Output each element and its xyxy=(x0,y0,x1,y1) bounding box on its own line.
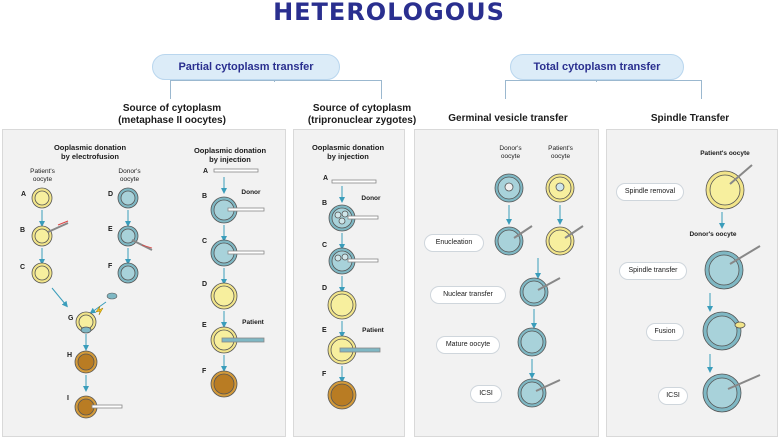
step-icsi-gvt: ICSI xyxy=(470,385,502,403)
tpn-pipette-a xyxy=(331,179,377,184)
arrow-f-g xyxy=(89,301,107,314)
tpn-letter-d: D xyxy=(322,285,328,292)
total-connector-stem xyxy=(596,78,597,82)
donor-oocyte-f xyxy=(117,262,139,284)
cytoplast-fragment xyxy=(106,292,118,300)
patient-oocyte-td xyxy=(327,290,357,320)
letter-g: G xyxy=(68,315,74,322)
inject-letter-b: B xyxy=(202,193,208,200)
spindle-fusion-oocyte xyxy=(702,311,746,351)
electric-pulse-icon xyxy=(95,305,104,316)
source-tpn-heading: Source of cytoplasm (tripronuclear zygot… xyxy=(307,103,417,126)
letter-f: F xyxy=(108,263,113,270)
letter-b: B xyxy=(20,227,26,234)
patient-label-2: Patient xyxy=(362,327,384,334)
fused-oocyte-g xyxy=(75,311,97,334)
total-connector xyxy=(505,80,702,99)
step-fusion: Fusion xyxy=(646,323,684,341)
patient-oocyte-b xyxy=(31,220,69,247)
letter-d: D xyxy=(108,191,114,198)
donor-oocyte-ib xyxy=(210,196,265,224)
step-enucleation: Enucleation xyxy=(424,234,484,252)
step-spindle-removal: Spindle removal xyxy=(616,183,684,201)
patient-oocyte-te xyxy=(327,335,381,365)
patient-oocyte-a xyxy=(31,187,53,209)
letter-i: I xyxy=(67,395,69,402)
partial-connector xyxy=(170,80,382,99)
gvt-icsi-oocyte xyxy=(517,378,561,408)
gvt-patient-oocyte-label: Patient's oocyte xyxy=(548,145,573,160)
donor-label-2: Donor xyxy=(361,195,381,202)
partial-connector-stem xyxy=(274,78,275,82)
letter-c: C xyxy=(20,264,26,271)
spindle-donor-oocyte-label: Donor's oocyte xyxy=(689,231,737,238)
gvt-donor-oocyte-label: Donor's oocyte xyxy=(499,145,522,160)
patient-oocyte-ie xyxy=(210,326,265,354)
injection-title-2: Ooplasmic donation by injection xyxy=(311,143,385,161)
gvt-heading: Germinal vesicle transfer xyxy=(448,113,568,124)
inject-letter-f: F xyxy=(202,368,207,375)
gvt-mature-oocyte xyxy=(517,327,547,357)
spindle-patient-oocyte xyxy=(705,164,753,210)
zygote-tc xyxy=(328,247,379,275)
panel-partial-mii xyxy=(2,129,286,437)
zygote-tb xyxy=(328,204,379,232)
inject-letter-d: D xyxy=(202,281,208,288)
page-title: HETEROLOGOUS xyxy=(273,0,505,26)
tpn-letter-f: F xyxy=(322,371,327,378)
step-icsi-spindle: ICSI xyxy=(658,387,688,405)
inject-pipette-a xyxy=(213,168,259,173)
gvt-enucleated-patient xyxy=(545,225,584,256)
panel-spindle xyxy=(606,129,778,437)
tpn-letter-b: B xyxy=(322,200,328,207)
donor-label-1: Donor xyxy=(241,189,261,196)
patient-oocyte-id xyxy=(210,282,238,310)
spindle-donor-oocyte xyxy=(704,245,761,290)
donor-oocyte-d xyxy=(117,187,139,209)
partial-transfer-pill: Partial cytoplasm transfer xyxy=(152,54,340,80)
step-nuclear-transfer: Nuclear transfer xyxy=(430,286,506,304)
gvt-enucleated-donor xyxy=(494,225,533,256)
spindle-patient-oocyte-label: Patient's oocyte xyxy=(700,150,750,157)
letter-h: H xyxy=(67,352,73,359)
letter-a: A xyxy=(21,191,27,198)
donor-oocyte-ic xyxy=(210,239,265,267)
tpn-letter-a: A xyxy=(323,175,329,182)
donor-oocyte-e xyxy=(117,225,153,251)
tpn-letter-e: E xyxy=(322,327,327,334)
spindle-icsi-oocyte xyxy=(702,373,761,413)
gvt-patient-oocyte xyxy=(545,173,575,203)
tpn-letter-c: C xyxy=(322,242,328,249)
injection-title-1: Ooplasmic donation by injection xyxy=(193,146,267,164)
oocyte-i xyxy=(74,395,123,419)
electrofusion-title: Ooplasmic donation by electrofusion xyxy=(53,143,127,161)
oocyte-h xyxy=(74,350,98,374)
inject-letter-a: A xyxy=(203,168,209,175)
gvt-nuclear-transfer xyxy=(519,277,561,307)
source-mii-heading: Source of cytoplasm (metaphase II oocyte… xyxy=(118,103,226,126)
donor-oocyte-label: Donor's oocyte xyxy=(118,168,141,183)
inject-letter-e: E xyxy=(202,322,207,329)
oocyte-tf xyxy=(327,380,357,410)
letter-e: E xyxy=(108,226,113,233)
step-spindle-transfer: Spindle transfer xyxy=(619,262,687,280)
total-transfer-pill: Total cytoplasm transfer xyxy=(510,54,684,80)
patient-oocyte-label: Patient's oocyte xyxy=(30,168,55,183)
oocyte-if xyxy=(210,370,238,398)
gvt-donor-oocyte xyxy=(494,173,524,203)
patient-oocyte-c xyxy=(31,262,53,284)
step-mature-oocyte: Mature oocyte xyxy=(436,336,500,354)
patient-label-1: Patient xyxy=(242,319,264,326)
inject-letter-c: C xyxy=(202,238,208,245)
spindle-heading: Spindle Transfer xyxy=(650,113,730,124)
arrow-c-g xyxy=(51,287,68,308)
